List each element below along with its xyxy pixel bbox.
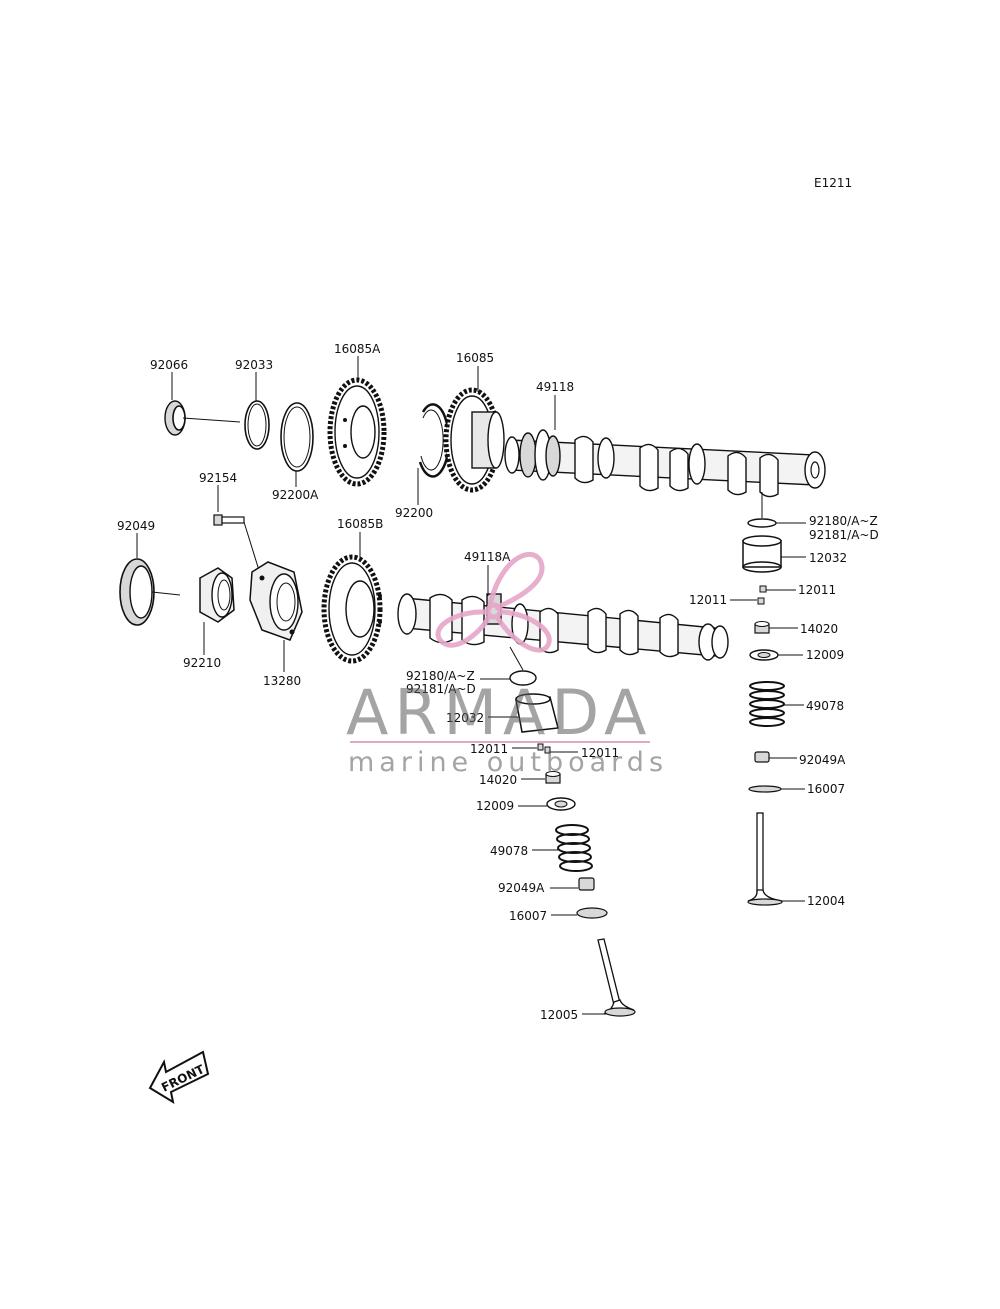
label-r12011a[interactable]: 12011 <box>798 583 836 597</box>
label-l14020[interactable]: 14020 <box>479 773 517 787</box>
label-16085B[interactable]: 16085B <box>337 517 383 531</box>
lifter-12032-left[interactable] <box>515 693 559 733</box>
valve-spring-49078-left[interactable] <box>555 824 593 872</box>
label-49118[interactable]: 49118 <box>536 380 574 394</box>
valve-seal-92049A-left[interactable] <box>578 877 595 891</box>
label-l12011b[interactable]: 12011 <box>581 746 619 760</box>
label-92154[interactable]: 92154 <box>199 471 237 485</box>
label-r12004[interactable]: 12004 <box>807 894 845 908</box>
label-92049[interactable]: 92049 <box>117 519 155 533</box>
label-r12011b[interactable]: 12011 <box>689 593 727 607</box>
camshaft-49118A[interactable] <box>397 593 729 661</box>
label-92200[interactable]: 92200 <box>395 506 433 520</box>
gear-16085[interactable] <box>443 387 505 493</box>
label-r92049A[interactable]: 92049A <box>799 753 846 767</box>
circlip-92033[interactable] <box>244 400 270 450</box>
label-r12009[interactable]: 12009 <box>806 648 844 662</box>
propeller-logo-icon <box>435 552 552 653</box>
label-92066[interactable]: 92066 <box>150 358 188 372</box>
label-l12005[interactable]: 12005 <box>540 1008 578 1022</box>
label-92033[interactable]: 92033 <box>235 358 273 372</box>
label-16085A[interactable]: 16085A <box>334 342 381 356</box>
lifter-12032-right[interactable] <box>742 535 782 573</box>
label-l12011a[interactable]: 12011 <box>470 742 508 756</box>
retainer-14020-left[interactable] <box>545 771 561 784</box>
gear-16085B[interactable] <box>321 554 383 664</box>
shim-92200A[interactable] <box>280 402 314 472</box>
label-r16007[interactable]: 16007 <box>807 782 845 796</box>
label-16085[interactable]: 16085 <box>456 351 494 365</box>
washer-16007-left[interactable] <box>576 907 608 919</box>
label-l12009[interactable]: 12009 <box>476 799 514 813</box>
label-r49078[interactable]: 49078 <box>806 699 844 713</box>
valve-spring-49078-right[interactable] <box>749 681 785 727</box>
label-92200A[interactable]: 92200A <box>272 488 319 502</box>
label-49118A[interactable]: 49118A <box>464 550 511 564</box>
label-l92181[interactable]: 92181/A~D <box>406 682 476 696</box>
valve-seal-92049A-right[interactable] <box>754 751 770 763</box>
nut-92210[interactable] <box>199 567 235 623</box>
label-l16007[interactable]: 16007 <box>509 909 547 923</box>
label-r92181[interactable]: 92181/A~D <box>809 528 879 542</box>
oil-seal-92049[interactable] <box>119 558 181 626</box>
label-l92049A[interactable]: 92049A <box>498 881 545 895</box>
retainer-14020-right[interactable] <box>754 621 770 634</box>
label-l92180[interactable]: 92180/A~Z <box>406 669 475 683</box>
cotter-12011-left[interactable] <box>537 743 551 754</box>
label-13280[interactable]: 13280 <box>263 674 301 688</box>
label-l12032[interactable]: 12032 <box>446 711 484 725</box>
diagram-code: E1211 <box>814 176 852 190</box>
camshaft-49118[interactable] <box>504 429 826 498</box>
label-92210[interactable]: 92210 <box>183 656 221 670</box>
watermark-tagline: marine outboards <box>348 747 668 778</box>
label-r12032[interactable]: 12032 <box>809 551 847 565</box>
watermark: ARMADA marine outboards <box>346 552 668 778</box>
label-l49078[interactable]: 49078 <box>490 844 528 858</box>
gear-16085A[interactable] <box>327 377 387 487</box>
watermark-brand: ARMADA <box>346 676 652 749</box>
valve-12005[interactable] <box>597 938 636 1017</box>
valve-12004[interactable] <box>747 812 783 906</box>
label-r92180[interactable]: 92180/A~Z <box>809 514 878 528</box>
label-r14020[interactable]: 14020 <box>800 622 838 636</box>
oil-seal-92066[interactable] <box>164 400 241 436</box>
shim-92180-right[interactable] <box>747 518 777 528</box>
cotter-12011-right[interactable] <box>757 585 767 605</box>
front-arrow-icon: FRONT <box>148 1050 210 1105</box>
washer-16007-right[interactable] <box>748 785 782 793</box>
retainer-12009-left[interactable] <box>546 797 576 811</box>
retainer-12009-right[interactable] <box>749 649 779 661</box>
holder-13280[interactable] <box>249 561 303 641</box>
shim-92180-left[interactable] <box>509 670 537 686</box>
